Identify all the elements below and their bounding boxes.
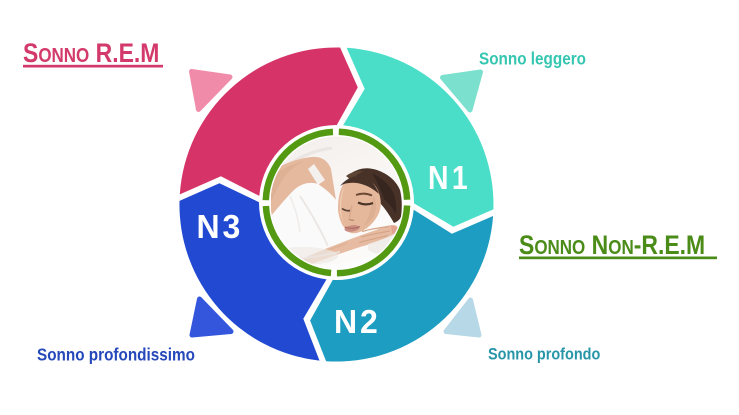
svg-text:N2: N2 [334, 304, 381, 341]
svg-text:SONNO R.E.M: SONNO R.E.M [23, 38, 159, 68]
svg-text:Sonno profondissimo: Sonno profondissimo [37, 344, 195, 364]
svg-text:N1: N1 [428, 159, 471, 197]
svg-text:Sonno leggero: Sonno leggero [479, 48, 586, 68]
svg-text:SONNO NON-R.E.M: SONNO NON-R.E.M [519, 230, 705, 260]
svg-text:Sonno profondo: Sonno profondo [488, 346, 601, 364]
svg-text:N3: N3 [197, 209, 244, 246]
